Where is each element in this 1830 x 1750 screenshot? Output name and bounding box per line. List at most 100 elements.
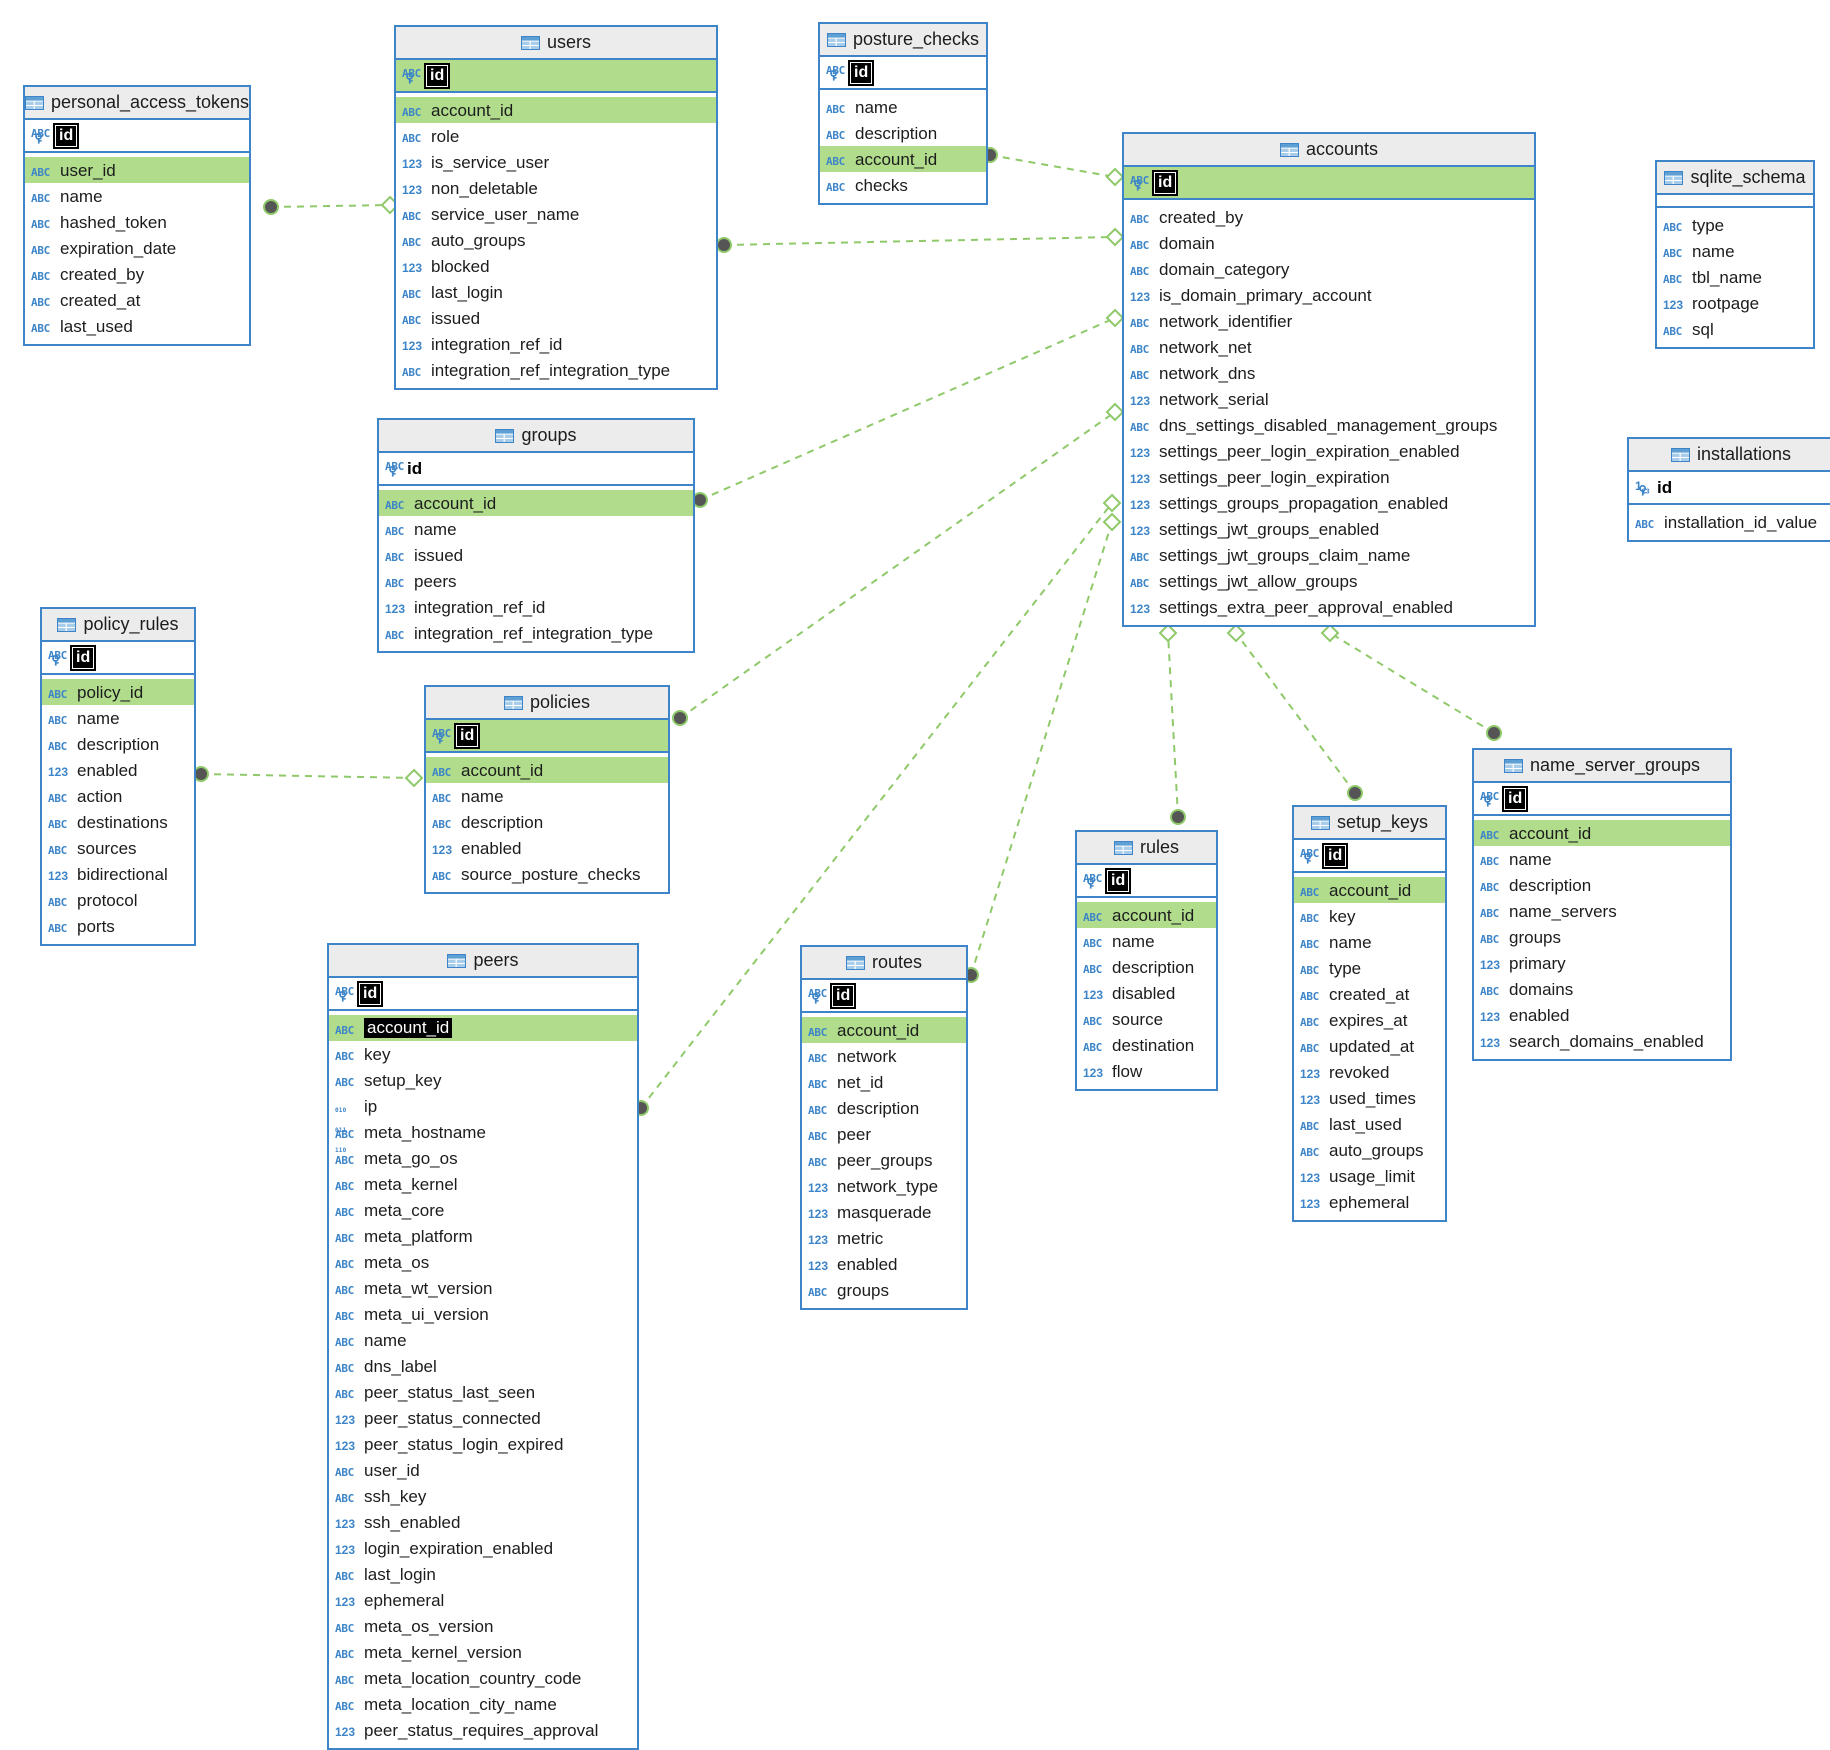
table-header-sqlite_schema[interactable]: sqlite_schema	[1657, 162, 1813, 195]
table-header-policy_rules[interactable]: policy_rules	[42, 609, 194, 642]
table-header-users[interactable]: users	[396, 27, 716, 60]
table-header-rules[interactable]: rules	[1077, 832, 1216, 865]
table-header-posture_checks[interactable]: posture_checks	[820, 24, 986, 57]
table-header-groups[interactable]: groups	[379, 420, 693, 453]
table-header-peers[interactable]: peers	[329, 945, 637, 978]
table-header-personal_access_tokens[interactable]: personal_access_tokens	[24, 87, 249, 120]
table-header-routes[interactable]: routes	[802, 947, 966, 980]
table-header-setup_keys[interactable]: setup_keys	[1294, 807, 1445, 840]
table-header-name_server_groups[interactable]: name_server_groups	[1474, 750, 1730, 783]
